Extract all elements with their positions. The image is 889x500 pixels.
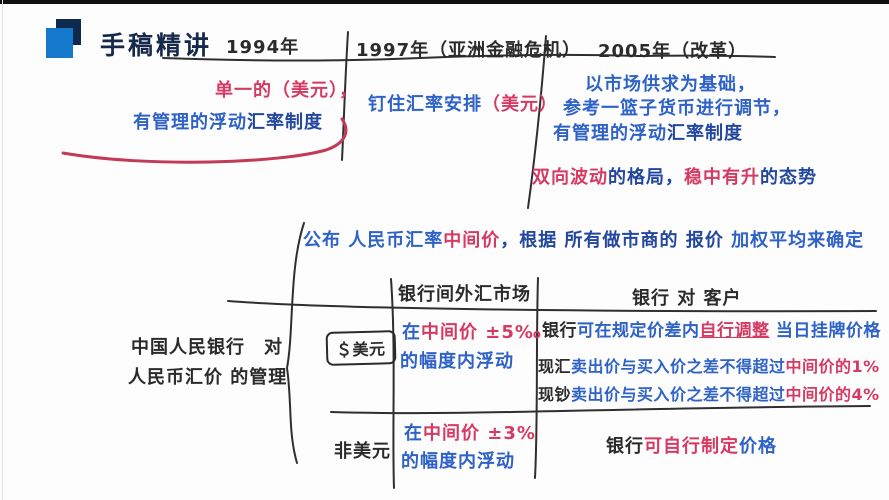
usd-band-prefix: 在 [402, 322, 421, 343]
nonusd-rule: 银行可自行制定价格 [606, 432, 777, 458]
rule2-limit: 中间价的1% [785, 357, 880, 376]
note-2005-line3-part2: 汇率制度 [667, 123, 743, 144]
nonusd-band-prefix: 在 [404, 423, 423, 444]
parity-seg1: 公布 人民币汇率 [303, 230, 444, 251]
nonusd-rule-price: 价格 [739, 436, 777, 457]
rule3-limit: 中间价的4% [785, 385, 880, 404]
divider-1997-2005 [527, 35, 547, 209]
central-parity-line: 公布 人民币汇率中间价，根据 所有做市商的 报价 加权平均来确定 [303, 226, 864, 252]
rule1-scope: 可在规定价差内 [577, 321, 700, 341]
parity-seg4: 加权平均来确定 [731, 230, 865, 251]
note-1994-line2: 有管理的浮动汇率制度 [133, 108, 323, 134]
logo-square-front [46, 28, 73, 58]
table-row-divider [330, 405, 871, 415]
table-header-underline [227, 300, 877, 313]
usd-band-line1: 在中间价 ±5‰ [402, 318, 542, 344]
rule1-bank: 银行 [542, 321, 577, 341]
parity-seg2: 中间价 [443, 230, 501, 251]
note-2005-line2: 参考一篮子货币进行调节， [563, 98, 791, 119]
nonusd-rule-free: 可自行制定 [644, 436, 739, 457]
usd-rule3: 现钞卖出价与买入价之差不得超过中间价的4% [538, 381, 880, 405]
table-header-interbank: 银行间外汇市场 [398, 284, 531, 305]
note-1997-peg: 钉住汇率安排 [368, 94, 482, 115]
usd-rule2: 现汇卖出价与买入价之差不得超过中间价的1% [538, 353, 880, 377]
trend-seg2: 的格局， [608, 167, 684, 188]
note-1994-line1: 单一的（美元）， [215, 80, 358, 101]
nonusd-row-label: 非美元 [334, 441, 391, 462]
usd-row-label: ＄美元 [325, 330, 396, 366]
nonusd-band-value: 中间价 ±3% [423, 423, 536, 444]
pboc-label-line1: 中国人民银行 对 [131, 337, 283, 358]
usd-rule1: 银行可在规定价差内自行调整 当日挂牌价格 [542, 316, 881, 341]
column-header-1997: 1997年（亚洲金融危机） [356, 40, 582, 61]
table-header-customer: 银行 对 客户 [632, 288, 742, 309]
rule3-body: 卖出价与买入价之差不得超过 [571, 385, 786, 404]
note-2005-line1: 以市场供求为基础， [585, 74, 756, 95]
rule1-self-adjust: 自行调整 [699, 321, 770, 341]
note-1994-line2-part1: 有管理的浮动 [133, 112, 247, 133]
note-2005-trend: 双向波动的格局，稳中有升的态势 [532, 163, 817, 189]
column-header-2005: 2005年（改革） [598, 41, 748, 62]
left-edge-line [2, 0, 3, 500]
usd-band-line2: 的幅度内浮动 [400, 351, 514, 372]
table-divider-left [390, 278, 395, 489]
note-2005-line3-part1: 有管理的浮动 [553, 123, 667, 144]
rule1-quote: 当日挂牌价格 [769, 321, 881, 341]
nonusd-band-line1: 在中间价 ±3% [404, 419, 536, 445]
trend-seg4: 的态势 [760, 167, 817, 188]
rule3-cash: 现钞 [538, 385, 572, 404]
note-2005-line3: 有管理的浮动汇率制度 [553, 119, 743, 145]
red-swoosh [61, 117, 348, 164]
note-1997-usd: （美元） [482, 94, 558, 115]
trend-seg3: 稳中有升 [684, 167, 760, 188]
top-letterbox-bar [0, 0, 889, 4]
trend-seg1: 双向波动 [532, 167, 608, 188]
pboc-label-line2: 人民币汇价 的管理 [128, 367, 288, 388]
column-header-1994: 1994年 [226, 37, 300, 58]
note-1994-line2-part2: 汇率制度 [247, 112, 323, 133]
header-underline [162, 53, 776, 62]
rule2-spot: 现汇 [538, 357, 572, 376]
note-1997-line1: 钉住汇率安排（美元） [368, 90, 558, 116]
usd-band-value: 中间价 ±5‰ [421, 322, 542, 343]
nonusd-band-line2: 的幅度内浮动 [401, 451, 515, 472]
big-brace [286, 222, 305, 464]
rule2-body: 卖出价与买入价之差不得超过 [571, 357, 786, 376]
nonusd-rule-bank: 银行 [606, 436, 644, 457]
parity-seg3: ，根据 所有做市商的 报价 [500, 230, 732, 251]
table-divider-right [534, 277, 539, 479]
page-title: 手稿精讲 [100, 31, 213, 60]
divider-1994-1997 [341, 31, 349, 161]
